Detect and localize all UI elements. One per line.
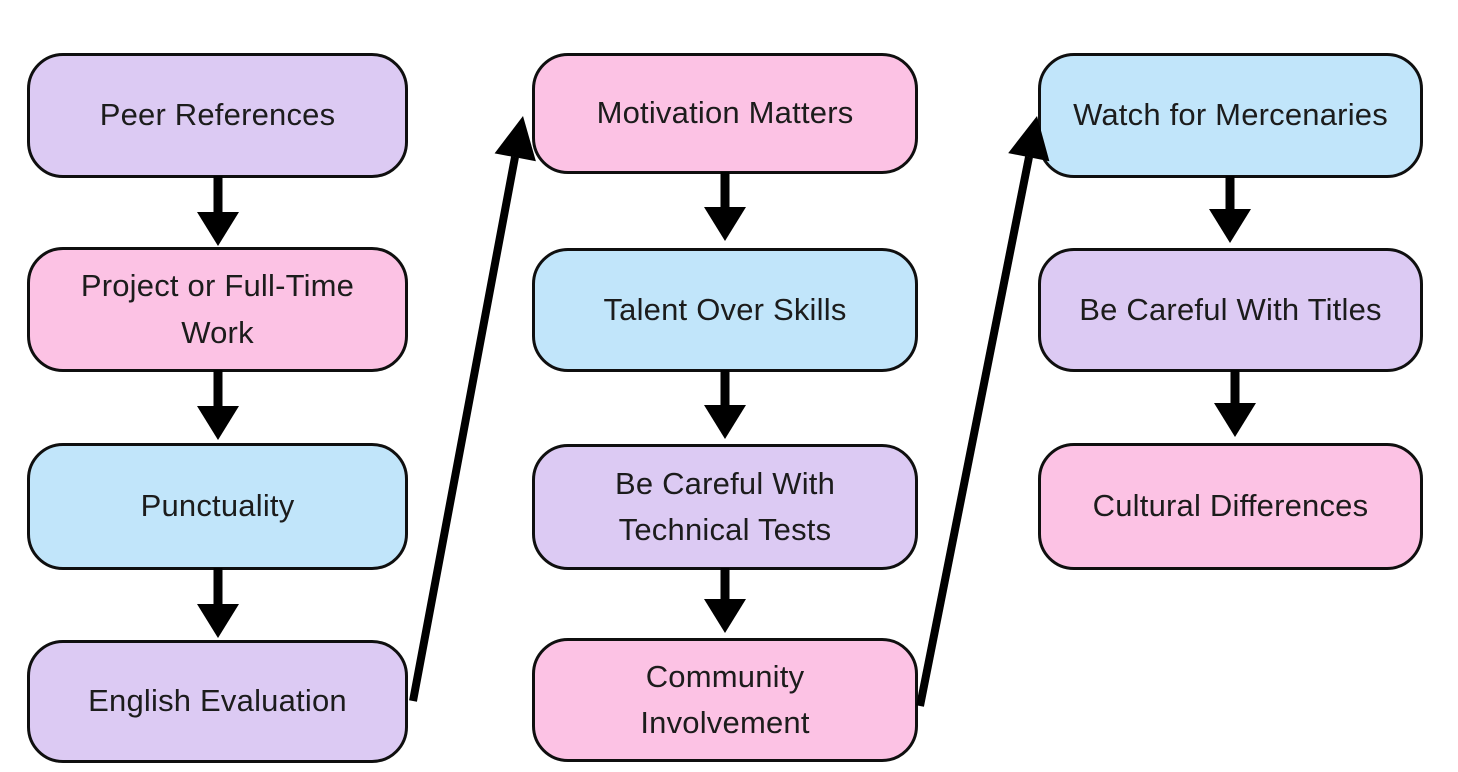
node-project-or-full-time-work: Project or Full-Time Work bbox=[27, 247, 408, 372]
edge-arrow-technical-tests-to-community-involvement bbox=[704, 568, 746, 633]
edge-arrow-community-involvement-to-watch-for-mercenaries bbox=[916, 116, 1050, 707]
node-label: Be Careful With Technical Tests bbox=[614, 465, 836, 548]
node-be-careful-with-technical-tests: Be Careful With Technical Tests bbox=[532, 444, 918, 570]
node-be-careful-with-titles: Be Careful With Titles bbox=[1038, 248, 1423, 372]
edge-arrow-english-evaluation-to-motivation-matters bbox=[409, 116, 536, 702]
node-label: Be Careful With Titles bbox=[1079, 291, 1382, 327]
node-peer-references: Peer References bbox=[27, 53, 408, 178]
edge-arrow-peer-references-to-project-work bbox=[197, 176, 239, 246]
node-label: English Evaluation bbox=[88, 683, 347, 719]
node-label: Motivation Matters bbox=[596, 95, 854, 131]
node-label: Peer References bbox=[99, 97, 336, 133]
node-punctuality: Punctuality bbox=[27, 443, 408, 570]
node-label: Community Involvement bbox=[640, 658, 810, 741]
node-label: Project or Full-Time Work bbox=[80, 268, 355, 350]
edge-arrow-punctuality-to-english-evaluation bbox=[197, 568, 239, 638]
edge-arrow-talent-over-skills-to-technical-tests bbox=[704, 370, 746, 439]
edge-arrow-titles-to-cultural-differences bbox=[1214, 370, 1256, 437]
node-talent-over-skills: Talent Over Skills bbox=[532, 248, 918, 372]
node-label: Talent Over Skills bbox=[603, 291, 847, 327]
node-motivation-matters: Motivation Matters bbox=[532, 53, 918, 174]
edge-arrow-project-work-to-punctuality bbox=[197, 370, 239, 440]
edge-arrow-watch-for-mercenaries-to-titles bbox=[1209, 176, 1251, 243]
node-label: Punctuality bbox=[140, 488, 295, 524]
node-label: Watch for Mercenaries bbox=[1073, 97, 1388, 133]
edge-arrow-motivation-matters-to-talent-over-skills bbox=[704, 172, 746, 241]
node-cultural-differences: Cultural Differences bbox=[1038, 443, 1423, 570]
node-watch-for-mercenaries: Watch for Mercenaries bbox=[1038, 53, 1423, 178]
node-label: Cultural Differences bbox=[1092, 488, 1369, 524]
node-english-evaluation: English Evaluation bbox=[27, 640, 408, 763]
node-community-involvement: Community Involvement bbox=[532, 638, 918, 762]
